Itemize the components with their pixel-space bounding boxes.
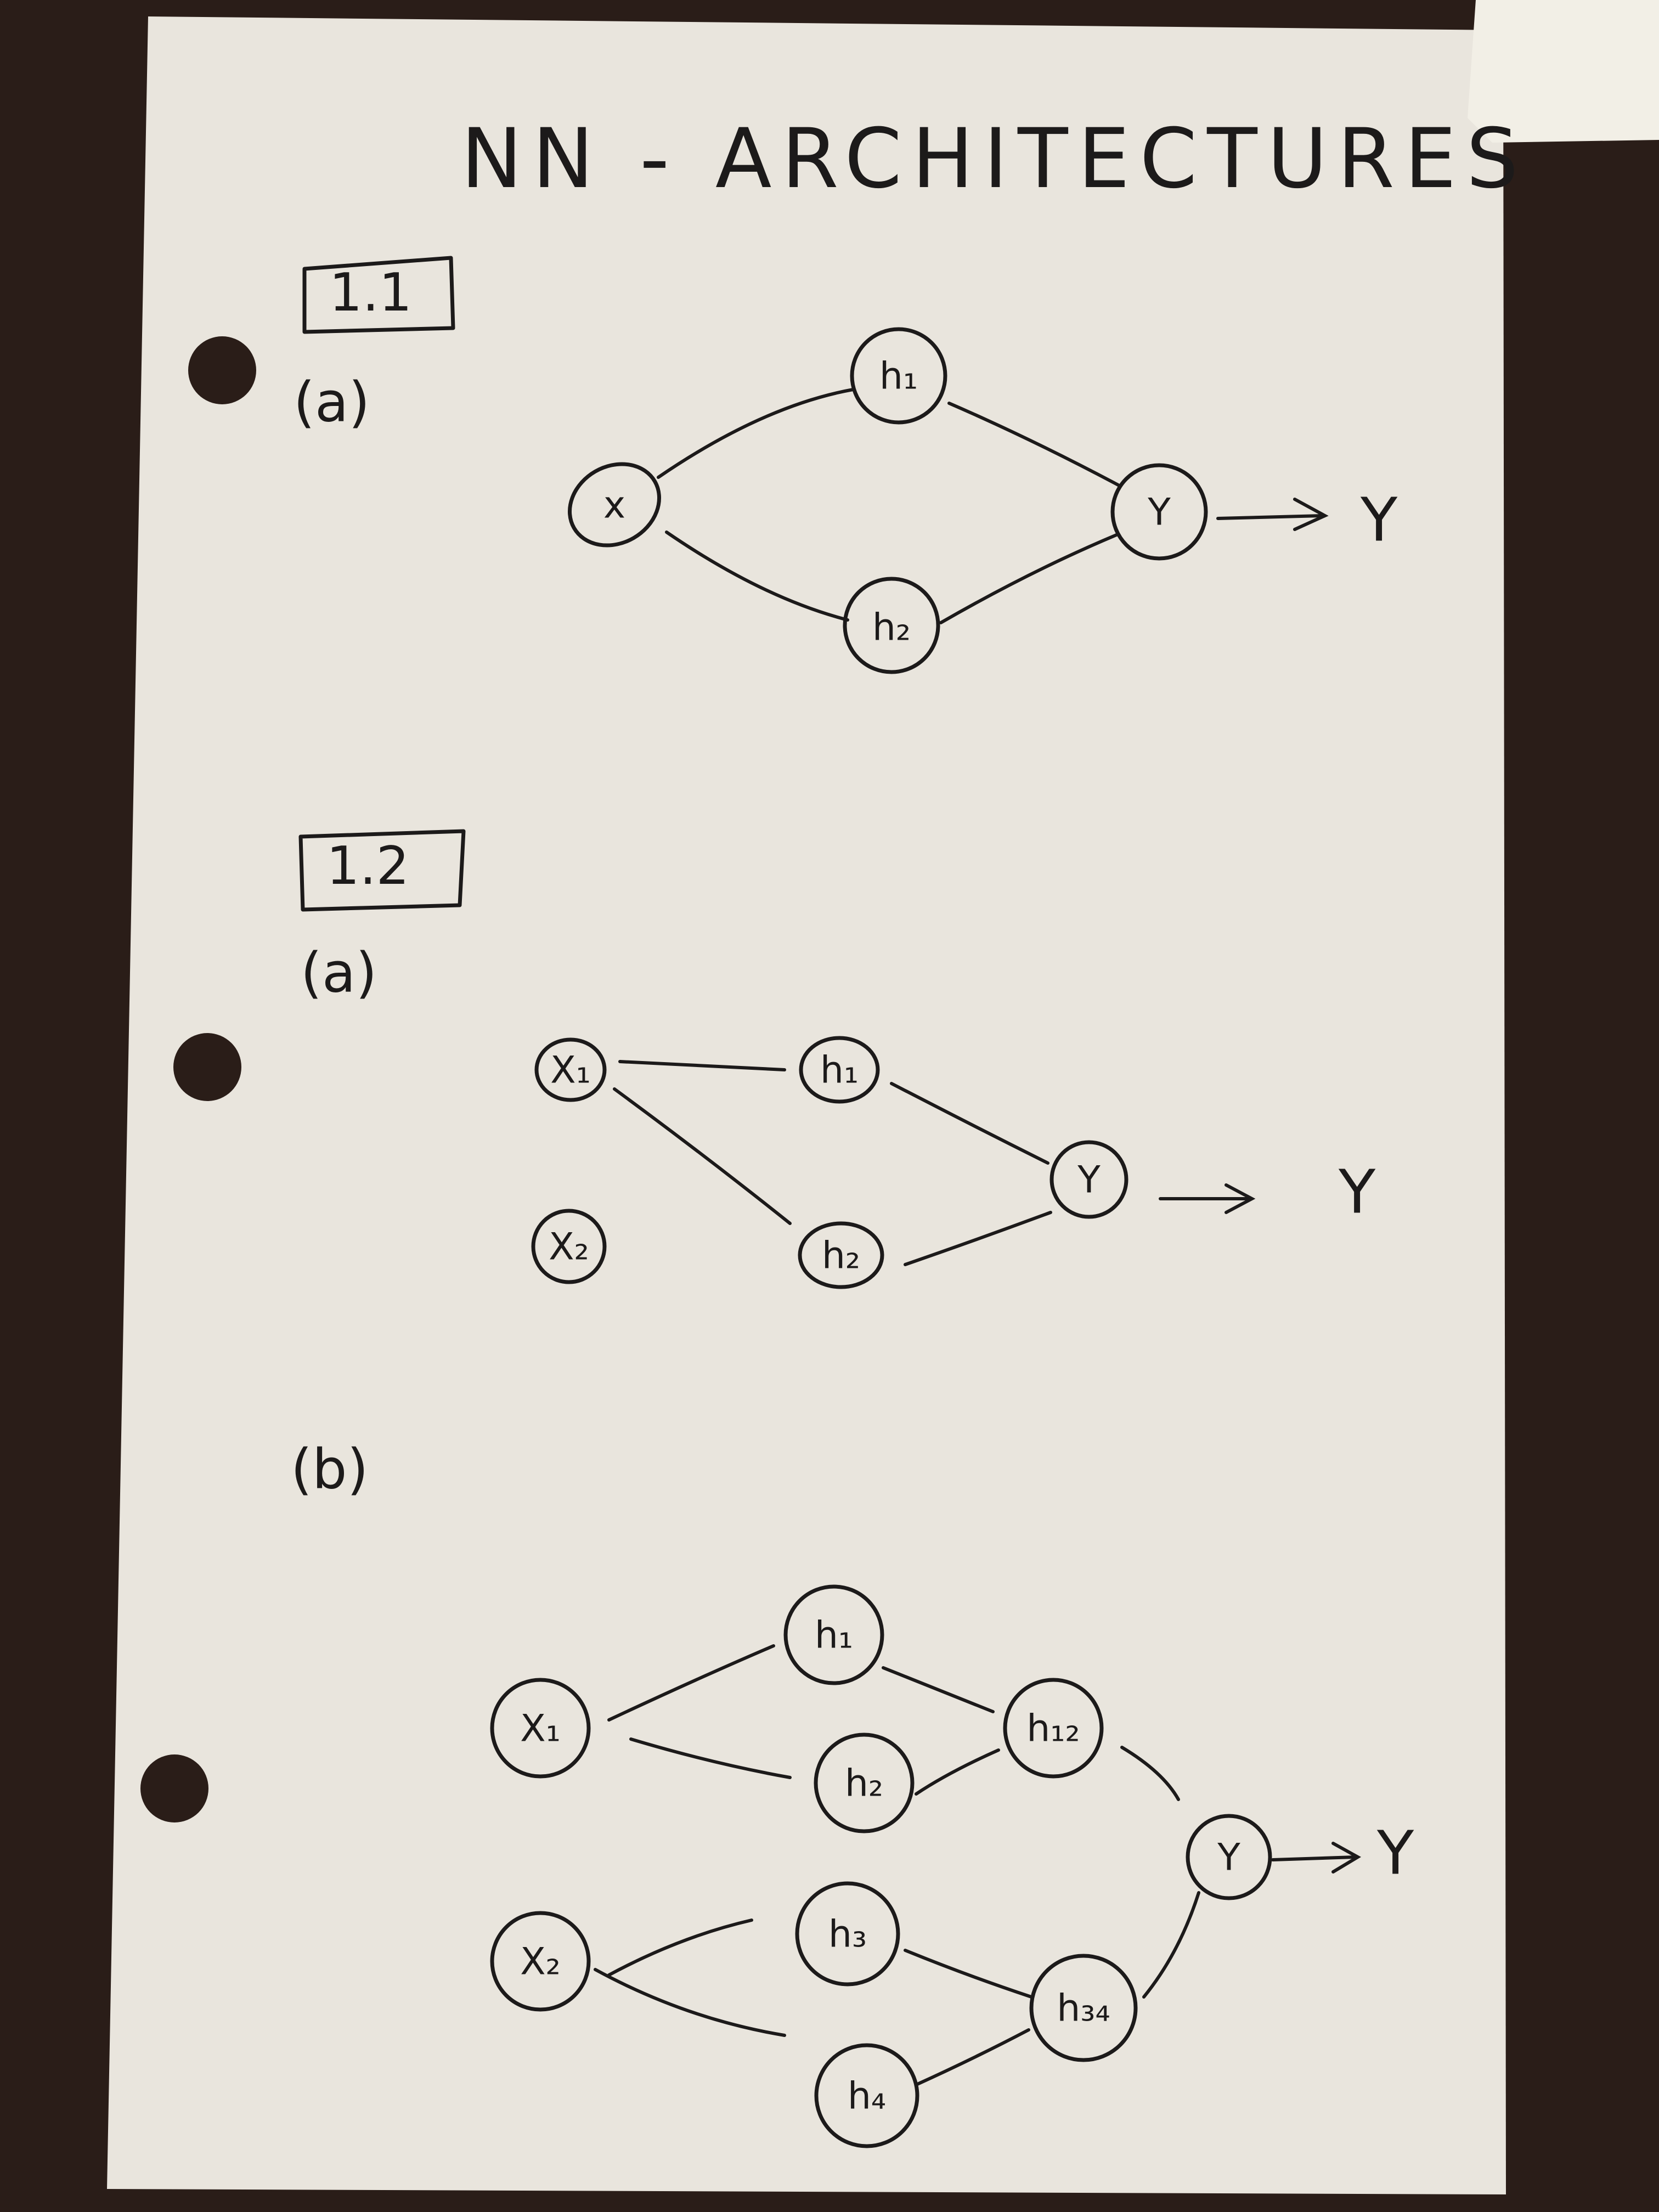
- node-label: X₁: [550, 1049, 591, 1092]
- node-h1: h₁: [799, 1036, 880, 1104]
- edge-x1-h1: [607, 1644, 775, 1722]
- edge-x2-h3: [607, 1918, 753, 1977]
- node-x1: X₁: [490, 1678, 591, 1779]
- output-arrow-head: [1331, 1842, 1361, 1874]
- edge-h2-y: [939, 533, 1118, 624]
- node-h3: h₃: [795, 1881, 900, 1987]
- node-y: Y: [1186, 1814, 1272, 1900]
- node-circle: [490, 1678, 591, 1779]
- node-circle: [799, 1036, 880, 1104]
- node-h2: h₂: [814, 1733, 915, 1833]
- edge-h1-y: [947, 402, 1121, 487]
- edge-x1-h1: [618, 1060, 786, 1071]
- node-label: h₄: [848, 2075, 886, 2118]
- node-h2: h₂: [798, 1221, 884, 1289]
- section-1-1: 1.1 (a) x h₁ h₂ Y Y: [294, 256, 1398, 674]
- node-label: x: [603, 484, 625, 527]
- section-1-2-box: [298, 829, 466, 912]
- node-circle: [490, 1911, 591, 2012]
- punch-hole-top: [188, 336, 256, 404]
- sticky-note: [1468, 0, 1659, 143]
- section-1-1-part-a-label: (a): [294, 370, 370, 434]
- edge-h2-h12: [915, 1748, 1000, 1796]
- node-circle: [814, 1733, 915, 1833]
- edge-x1-h2: [613, 1087, 792, 1225]
- edge-h12-y: [1120, 1746, 1180, 1801]
- output-label: Y: [1376, 1818, 1414, 1888]
- diagram-1-1a-edges: [657, 388, 1329, 624]
- section-1-2-part-a-label: (a): [301, 940, 377, 1005]
- page-title: NN - ARCHITECTURES: [461, 111, 1528, 207]
- node-circle: [798, 1221, 884, 1289]
- diagram-1-2a-edges: [613, 1060, 1256, 1266]
- node-circle: [1029, 1954, 1138, 2062]
- node-circle: [1049, 1140, 1128, 1219]
- punch-hole-bottom: [140, 1754, 208, 1822]
- node-circle: [1003, 1678, 1104, 1779]
- punch-hole-middle: [173, 1033, 241, 1101]
- node-circle: [843, 577, 940, 674]
- node-label: h₂: [872, 606, 911, 650]
- edge-x-h1: [657, 388, 855, 479]
- node-y: Y: [1049, 1140, 1128, 1219]
- node-label: h₁: [879, 355, 918, 398]
- node-circle: [567, 462, 662, 548]
- node-x2: X₂: [490, 1911, 591, 2012]
- node-y: Y: [1110, 463, 1208, 561]
- node-circle: [1110, 463, 1208, 561]
- node-circle: [1186, 1814, 1272, 1900]
- section-1-2-label: 1.2: [326, 836, 409, 896]
- edge-h1-h12: [882, 1666, 995, 1713]
- node-circle: [795, 1881, 900, 1987]
- section-1-2-part-b-label: (b): [291, 1437, 369, 1501]
- node-circle: [850, 327, 947, 425]
- edge-x1-h2: [629, 1737, 792, 1779]
- edge-h4-h34: [915, 2028, 1030, 2086]
- edge-h2-y: [904, 1211, 1052, 1266]
- node-label: Y: [1217, 1836, 1240, 1880]
- node-label: X₂: [520, 1940, 561, 1984]
- node-circle: [783, 1584, 884, 1685]
- output-arrow-shaft: [1271, 1855, 1357, 1861]
- node-h1: h₁: [850, 327, 947, 425]
- node-circle: [814, 2043, 919, 2148]
- diagram-1-2b-edges: [594, 1644, 1361, 2086]
- output-label: Y: [1338, 1156, 1376, 1227]
- node-circle: [531, 1209, 607, 1284]
- node-label: h₂: [822, 1234, 860, 1278]
- section-1-2: 1.2 (a) X₁ X₂ h₁ h₂ Y: [291, 829, 1414, 2148]
- node-x1: X₁: [534, 1037, 607, 1102]
- node-label: X₁: [520, 1707, 561, 1751]
- node-label: h₁₂: [1026, 1707, 1080, 1751]
- node-label: h₃: [828, 1913, 867, 1956]
- node-circle: [534, 1037, 607, 1102]
- node-label: h₁: [815, 1614, 853, 1657]
- node-label: h₂: [845, 1762, 883, 1805]
- node-label: X₂: [549, 1226, 589, 1269]
- node-h1: h₁: [783, 1584, 884, 1685]
- output-arrow-head: [1224, 1183, 1256, 1214]
- section-1-1-box: [302, 256, 455, 334]
- edge-h3-h34: [904, 1949, 1033, 1999]
- node-h12: h₁₂: [1003, 1678, 1104, 1779]
- node-label: h₃₄: [1057, 1987, 1110, 2030]
- edge-h1-y: [890, 1082, 1049, 1165]
- node-h4: h₄: [814, 2043, 919, 2148]
- node-label: h₁: [820, 1049, 859, 1092]
- node-h2: h₂: [843, 577, 940, 674]
- node-h34: h₃₄: [1029, 1954, 1138, 2062]
- section-1-1-label: 1.1: [329, 263, 412, 323]
- node-x2: X₂: [531, 1209, 607, 1284]
- node-label: Y: [1077, 1159, 1101, 1202]
- node-x: x: [567, 462, 662, 548]
- paper-sheet: [107, 16, 1506, 2194]
- output-arrow-shaft: [1216, 514, 1324, 520]
- output-arrow-head: [1293, 498, 1329, 531]
- edge-x-h2: [665, 531, 849, 622]
- edge-x2-h4: [594, 1968, 786, 2037]
- node-label: Y: [1147, 491, 1171, 534]
- edge-h34-y: [1142, 1891, 1200, 1999]
- output-label: Y: [1360, 484, 1398, 555]
